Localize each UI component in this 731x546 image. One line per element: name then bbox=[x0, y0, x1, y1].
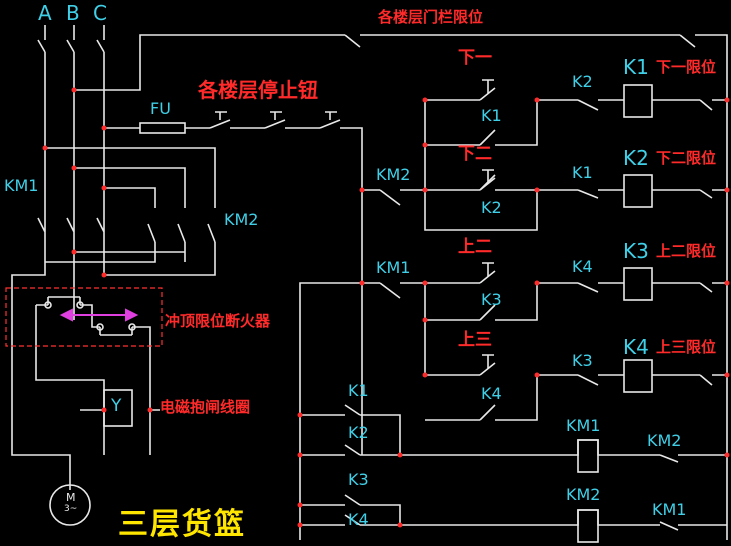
lower-k4-label: K4 bbox=[348, 510, 369, 529]
double-arrow-icon bbox=[59, 308, 139, 322]
relay4-interlock-label: K3 bbox=[572, 351, 593, 370]
diagram-title: 三层货篮 bbox=[118, 507, 246, 542]
km2-coil-label: KM2 bbox=[566, 485, 601, 504]
junction-nodes bbox=[42, 87, 730, 528]
relay2-coil-label: K2 bbox=[623, 146, 649, 170]
relay4-limit-label: 上三限位 bbox=[656, 338, 717, 356]
relay1-interlock-label: K2 bbox=[572, 72, 593, 91]
gate-limit-label: 各楼层门栏限位 bbox=[378, 8, 484, 26]
relay1-hold-label: K1 bbox=[481, 106, 502, 125]
brake-coil-label: 电磁抱闸线圈 bbox=[160, 398, 251, 416]
km1-coil-label: KM1 bbox=[566, 416, 601, 435]
relay1-limit-label: 下一限位 bbox=[656, 58, 717, 76]
relay4-hold-label: K4 bbox=[481, 384, 502, 403]
km2-main-label: KM2 bbox=[224, 210, 259, 229]
relay2-limit-label: 下二限位 bbox=[656, 149, 717, 167]
km1-interlock-label: KM1 bbox=[652, 500, 687, 519]
brake-symbol: Y bbox=[111, 396, 122, 416]
relay3-interlock-label: K4 bbox=[572, 257, 593, 276]
wires bbox=[11, 25, 728, 543]
phase-c-label: C bbox=[93, 1, 107, 25]
relay3-hold-label: K3 bbox=[481, 290, 502, 309]
button-down1-label: 下一 bbox=[458, 48, 492, 68]
relay1-coil-label: K1 bbox=[623, 55, 649, 79]
relay3-coil-label: K3 bbox=[623, 239, 649, 263]
phase-a-label: A bbox=[38, 1, 52, 25]
branch-km1-label: KM1 bbox=[376, 258, 411, 277]
km1-main-label: KM1 bbox=[4, 176, 39, 195]
relay2-interlock-label: K1 bbox=[572, 163, 593, 182]
branch-km2-label: KM2 bbox=[376, 165, 411, 184]
lower-k3-label: K3 bbox=[348, 470, 369, 489]
phase-b-label: B bbox=[66, 1, 80, 25]
km2-interlock-label: KM2 bbox=[647, 431, 682, 450]
relay2-hold-label: K2 bbox=[481, 198, 502, 217]
lower-k1-label: K1 bbox=[348, 381, 369, 400]
motor-sub-label: 3~ bbox=[64, 504, 78, 514]
button-down2-label: 下二 bbox=[458, 144, 492, 164]
top-limit-dashed-box bbox=[5, 287, 163, 347]
relay4-coil-label: K4 bbox=[623, 335, 649, 359]
relay3-limit-label: 上二限位 bbox=[656, 242, 717, 260]
motor-label: M bbox=[66, 491, 76, 504]
fuse-label: FU bbox=[150, 99, 171, 118]
lower-k2-label: K2 bbox=[348, 423, 369, 442]
top-limit-label: 冲顶限位断火器 bbox=[165, 312, 271, 330]
button-up2-label: 上二 bbox=[458, 237, 492, 257]
button-up3-label: 上三 bbox=[458, 330, 492, 350]
stop-buttons-label: 各楼层停止钮 bbox=[198, 78, 318, 102]
